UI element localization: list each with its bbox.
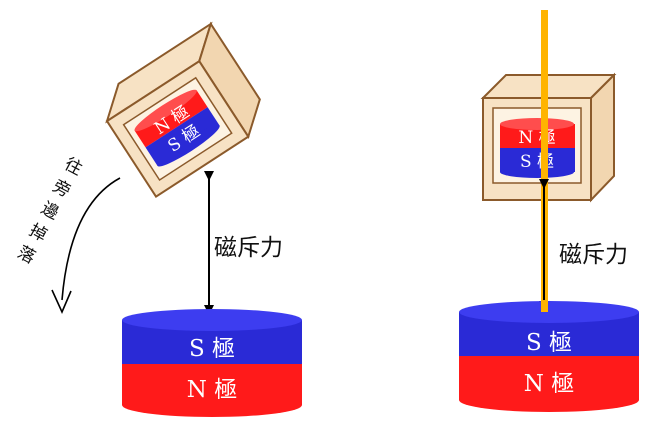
left-base-north-label: N 極 [187, 377, 237, 403]
right-box-magnet: N 極 S 極 [480, 72, 617, 203]
motion-char-5: 落 [14, 242, 38, 268]
right-box-north-label: N 極 [518, 128, 555, 148]
left-base-magnet: S 極 N 極 [122, 309, 302, 417]
left-base-top [122, 309, 302, 331]
left-motion-label: 往 旁 邊 掉 落 [14, 154, 85, 268]
right-box-south-label: S 極 [520, 152, 554, 172]
right-box-magnet-cap [500, 118, 574, 130]
left-box-magnet-base [157, 124, 220, 167]
right-base-north-label: N 極 [524, 371, 574, 397]
left-fall-arrowhead [51, 289, 72, 314]
left-force-label: 磁斥力 [214, 235, 283, 261]
left-base-south-label: S 極 [189, 336, 235, 362]
right-rod-base [541, 300, 548, 312]
right-force-label: 磁斥力 [559, 242, 628, 268]
motion-char-4: 掉 [26, 220, 50, 246]
motion-char-1: 往 [61, 154, 85, 180]
left-scene: N 極 S 極 往 旁 邊 掉 落 磁斥力 S 極 N 極 [14, 21, 302, 417]
left-box-magnet-cap [134, 89, 197, 132]
left-base-north [122, 364, 302, 417]
left-fall-arrow [61, 177, 121, 301]
right-base-north [459, 356, 639, 412]
right-base-south-label: S 極 [526, 330, 572, 356]
right-box-side-face [590, 72, 615, 203]
left-box-magnet-south [145, 107, 220, 166]
right-base-top [459, 301, 639, 323]
right-base-magnet: S 極 N 極 [459, 300, 639, 412]
motion-char-3: 邊 [37, 198, 61, 224]
right-rod [541, 10, 548, 310]
left-box-magnet-north [134, 90, 208, 148]
left-box-magnet: N 極 S 極 [105, 21, 261, 198]
right-box-magnet-base [500, 166, 574, 178]
right-scene: N 極 S 極 磁斥力 S 極 N 極 [459, 10, 639, 412]
motion-char-2: 旁 [49, 176, 73, 202]
